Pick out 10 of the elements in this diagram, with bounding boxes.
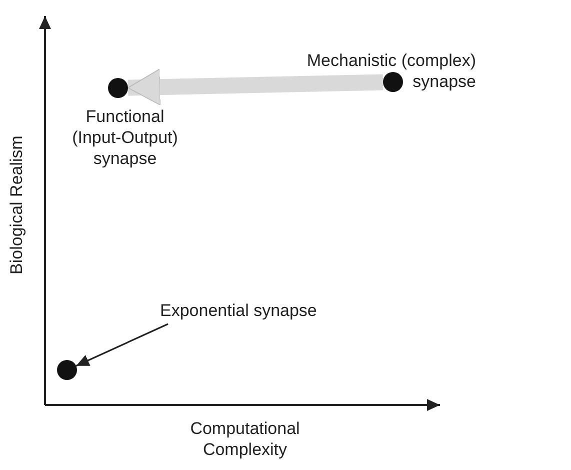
data-point	[108, 78, 128, 98]
point-label: Mechanistic (complex) synapse	[306, 50, 476, 92]
callout-text: Exponential synapse	[160, 300, 317, 321]
axis-title: Computational Complexity	[189, 418, 301, 460]
data-point	[57, 360, 77, 380]
arrow	[76, 323, 168, 367]
axis-title: Biological Realism	[6, 136, 27, 274]
data-point	[383, 72, 403, 92]
point-label: Functional (Input-Output) synapse	[71, 106, 179, 169]
arrow	[128, 68, 384, 106]
